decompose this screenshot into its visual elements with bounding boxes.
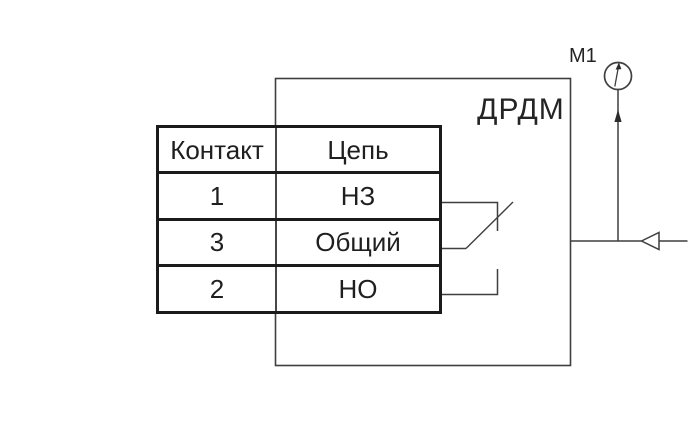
- contact-cell: 2: [159, 267, 277, 311]
- switch-lever: [465, 201, 514, 249]
- table-header-row: Контакт Цепь: [159, 128, 439, 171]
- contact-cell: 1: [159, 174, 277, 218]
- gauge-label: М1: [569, 45, 597, 67]
- pressure-inlet-arrow-icon: [639, 231, 660, 251]
- gauge-needle: [614, 66, 620, 87]
- contact-cell: 3: [159, 220, 277, 265]
- device-label: ДРДМ: [477, 93, 565, 126]
- no-contact-wire: [442, 269, 499, 296]
- pressure-gauge-icon: [603, 61, 633, 91]
- table-row: 3 Общий: [159, 217, 439, 265]
- connection-table: Контакт Цепь 1 НЗ 3 Общий 2 НО: [156, 125, 442, 314]
- gauge-needle-tip: [615, 62, 622, 70]
- table-row: 2 НО: [159, 264, 439, 311]
- circuit-cell: Общий: [315, 227, 401, 258]
- circuit-cell: НЗ: [340, 180, 376, 211]
- table-row: 1 НЗ: [159, 171, 439, 218]
- nz-contact-wire: [442, 201, 499, 231]
- table-header-contact: Контакт: [159, 128, 277, 171]
- table-header-circuit: Цепь: [327, 134, 389, 165]
- circuit-cell: НО: [338, 273, 378, 304]
- flow-direction-arrow-icon: [614, 109, 622, 122]
